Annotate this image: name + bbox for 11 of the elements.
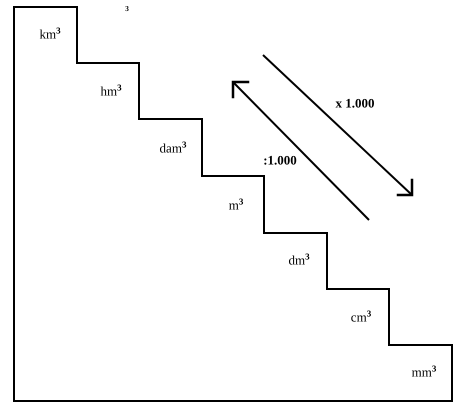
unit-label: mm$^{3}$ xyxy=(412,366,436,378)
superscript-mark: 3 xyxy=(125,5,129,15)
conversion-factor-label: :1.000 xyxy=(263,154,297,166)
unit-label: dm$^{3}$ xyxy=(288,254,310,266)
unit-label: km$^{3}$ xyxy=(39,28,61,40)
unit-label: dam$^{3}$ xyxy=(160,142,186,154)
unit-label: cm$^{3}$ xyxy=(350,310,372,324)
conversion-factor-label: x 1.000 xyxy=(336,96,374,110)
unit-label: m$^{3}$ xyxy=(228,198,244,212)
staircase-shape xyxy=(14,7,452,401)
unit-label: hm$^{3}$ xyxy=(100,84,122,98)
